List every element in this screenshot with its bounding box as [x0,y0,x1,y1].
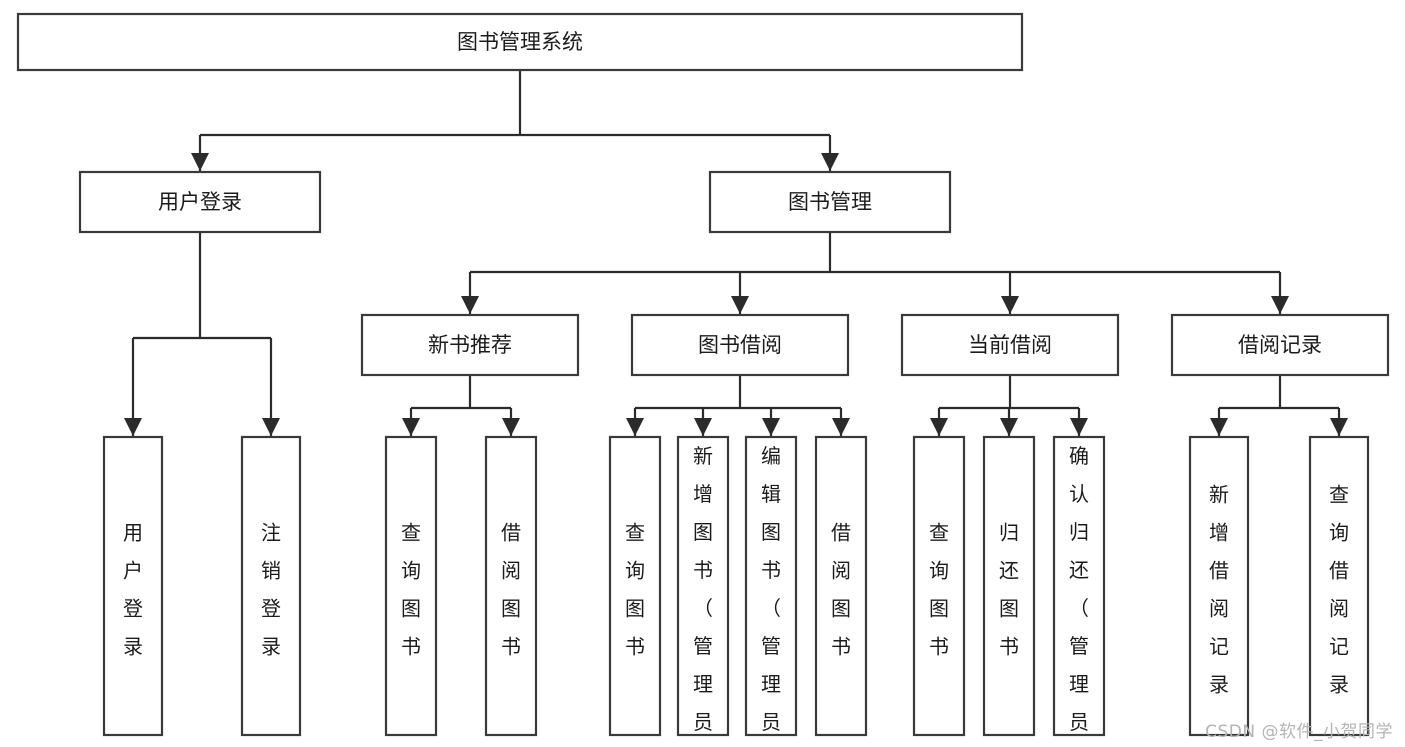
node-leaf-query-book-2[interactable]: 查询图书 [608,435,662,737]
node-label-leaf-query-record: 查询借阅记录 [1329,483,1349,697]
arrow-head-root-0 [191,153,209,171]
node-box-new-book-recommend [360,313,580,377]
node-label-leaf-confirm-return: 确认归还（管理员） [1069,444,1089,747]
node-label-book-borrow: 图书借阅 [698,333,782,357]
arrow-head-l3-1-2 [762,418,780,436]
arrow-head-l3-1-0 [626,418,644,436]
node-label-new-book-recommend: 新书推荐 [428,333,512,357]
arrow-head-l3-3-1 [1330,418,1348,436]
arrow-head-user-login-1 [262,418,280,436]
node-leaf-borrow-book-2[interactable]: 借阅图书 [814,435,868,737]
node-box-leaf-query-book-1 [384,435,438,737]
node-box-book-borrow [630,313,850,377]
node-leaf-return-book[interactable]: 归还图书 [982,435,1036,737]
node-current-borrow[interactable]: 当前借阅 [900,313,1120,377]
node-box-leaf-borrow-book-2 [814,435,868,737]
node-label-leaf-borrow-book-1: 借阅图书 [501,521,521,659]
node-box-leaf-add-record [1188,435,1250,737]
node-book-management[interactable]: 图书管理 [708,170,952,234]
node-leaf-query-record[interactable]: 查询借阅记录 [1308,435,1370,737]
nodes-layer: 图书管理系统用户登录图书管理用户登录注销登录新书推荐图书借阅当前借阅借阅记录查询… [16,12,1390,747]
node-box-leaf-confirm-return [1052,435,1106,737]
node-label-user-login: 用户登录 [158,190,242,214]
node-borrow-records[interactable]: 借阅记录 [1170,313,1390,377]
arrow-head-l3-2-0 [930,418,948,436]
node-leaf-add-book[interactable]: 新增图书（管理员） [676,435,730,747]
node-box-leaf-query-book-3 [912,435,966,737]
node-box-user-login [78,170,322,234]
connectors-layer [124,70,1348,436]
node-leaf-add-record[interactable]: 新增借阅记录 [1188,435,1250,737]
arrow-head-l3-1-1 [694,418,712,436]
node-label-leaf-return-book: 归还图书 [999,521,1019,659]
node-leaf-query-book-1[interactable]: 查询图书 [384,435,438,737]
node-label-book-management: 图书管理 [788,190,872,214]
node-box-leaf-user-login [102,435,164,737]
node-label-current-borrow: 当前借阅 [968,333,1052,357]
arrow-head-book-management-0 [461,296,479,314]
arrow-head-root-1 [821,153,839,171]
arrow-head-book-management-3 [1271,296,1289,314]
node-label-leaf-edit-book: 编辑图书（管理员） [761,444,781,747]
node-book-borrow[interactable]: 图书借阅 [630,313,850,377]
arrow-head-l3-3-0 [1210,418,1228,436]
node-label-leaf-query-book-3: 查询图书 [929,521,949,659]
node-box-current-borrow [900,313,1120,377]
node-leaf-query-book-3[interactable]: 查询图书 [912,435,966,737]
node-label-leaf-user-login: 用户登录 [123,521,143,659]
node-label-leaf-query-book-1: 查询图书 [401,521,421,659]
node-root[interactable]: 图书管理系统 [16,12,1024,72]
arrow-head-user-login-0 [124,418,142,436]
arrow-head-l3-1-3 [832,418,850,436]
node-box-leaf-user-logout [240,435,302,737]
node-box-leaf-query-record [1308,435,1370,737]
arrow-head-l3-2-1 [1000,418,1018,436]
node-label-leaf-user-logout: 注销登录 [261,521,281,659]
node-leaf-user-login[interactable]: 用户登录 [102,435,164,737]
arrow-head-book-management-2 [1001,296,1019,314]
watermark-text: CSDN @软件_小贺同学 [1205,722,1393,742]
node-box-root [16,12,1024,72]
node-leaf-edit-book[interactable]: 编辑图书（管理员） [744,435,798,747]
node-label-leaf-query-book-2: 查询图书 [625,521,645,659]
node-label-leaf-add-record: 新增借阅记录 [1209,483,1229,697]
node-label-leaf-borrow-book-2: 借阅图书 [831,521,851,659]
node-box-leaf-query-book-2 [608,435,662,737]
arrow-head-book-management-1 [731,296,749,314]
node-box-leaf-borrow-book-1 [484,435,538,737]
node-leaf-borrow-book-1[interactable]: 借阅图书 [484,435,538,737]
node-label-root: 图书管理系统 [457,30,583,54]
arrow-head-l3-0-0 [402,418,420,436]
node-label-leaf-add-book: 新增图书（管理员） [693,444,713,747]
node-leaf-confirm-return[interactable]: 确认归还（管理员） [1052,435,1106,747]
node-label-borrow-records: 借阅记录 [1238,333,1322,357]
arrow-head-l3-2-2 [1070,418,1088,436]
node-user-login[interactable]: 用户登录 [78,170,322,234]
node-box-leaf-add-book [676,435,730,737]
arrow-head-l3-0-1 [502,418,520,436]
node-box-leaf-return-book [982,435,1036,737]
node-new-book-recommend[interactable]: 新书推荐 [360,313,580,377]
node-box-leaf-edit-book [744,435,798,737]
node-leaf-user-logout[interactable]: 注销登录 [240,435,302,737]
node-box-borrow-records [1170,313,1390,377]
node-box-book-management [708,170,952,234]
